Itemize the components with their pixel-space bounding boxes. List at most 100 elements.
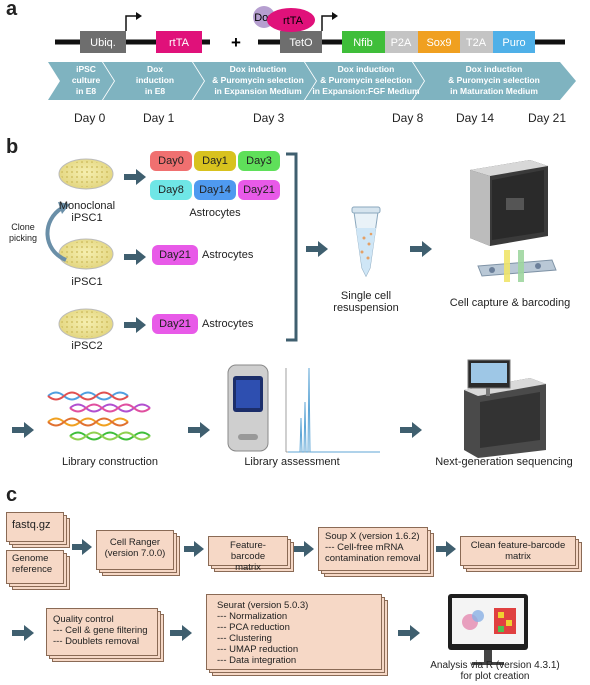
step-5-line-2: & Puromycin selection: [448, 75, 540, 85]
genome-reference-box: Genome reference: [6, 550, 64, 584]
feature-matrix-box: Feature-barcode matrix: [208, 536, 288, 573]
panel-letter-b: b: [6, 136, 19, 158]
electropherogram-trace: [285, 367, 380, 453]
ubiq-promoter: [80, 31, 126, 53]
p2a-label: P2A: [391, 37, 412, 49]
step-chevron-3: [193, 62, 316, 100]
day-label-8: Day 8: [392, 111, 424, 125]
step-1-line-3: in E8: [76, 86, 97, 96]
panel-letter-c: c: [6, 484, 18, 506]
sox9-label: Sox9: [426, 37, 451, 49]
tss-arrow-2: [321, 15, 336, 31]
day-box-day3: Day3: [238, 151, 280, 171]
capture-label: Cell capture & barcoding: [449, 297, 571, 309]
step-5-line-1: Dox induction: [466, 64, 523, 74]
seurat-line4: --- Clustering: [217, 633, 272, 644]
astrocytes-label-ipsc2: Astrocytes: [202, 318, 254, 330]
sequencer-icon: [464, 359, 546, 458]
day-label-14: Day 14: [456, 111, 495, 125]
single-cell-label: Single cell resuspension: [326, 290, 406, 314]
clean-matrix-line2: matrix: [505, 551, 531, 562]
panel-letter-a: a: [6, 0, 18, 20]
dish-ipsc1: [58, 238, 114, 270]
ubiq-label: Ubiq.: [90, 37, 116, 49]
genome-line1: Genome: [12, 553, 49, 564]
seurat-line1: Seurat (version 5.0.3): [217, 600, 309, 611]
step-4-line-1: Dox induction: [338, 64, 395, 74]
qc-line3: --- Doublets removal: [53, 636, 140, 647]
qc-box: Quality control --- Cell & gene filterin…: [46, 608, 158, 656]
protocol-timeline: iPSC culture in E8 Dox induction in E8 D…: [48, 62, 576, 100]
bioanalyzer-icon: [227, 364, 269, 452]
clone-picking-arrow: [45, 206, 67, 262]
arrow-to-clean-matrix: [436, 541, 456, 557]
step-chevron-4: [305, 62, 424, 100]
cellranger-box: Cell Ranger (version 7.0.0): [96, 530, 174, 570]
astrocytes-label-ipsc1: Astrocytes: [202, 249, 254, 261]
seurat-line2: --- Normalization: [217, 611, 288, 622]
step-1-line-1: iPSC: [76, 64, 96, 74]
monoclonal-label: Monoclonal iPSC1: [48, 200, 126, 224]
library-assessment-label: Library assessment: [244, 456, 340, 468]
sample-bracket: [286, 152, 298, 342]
analysis-line1: Analysis via R (version 4.3.1): [430, 660, 560, 671]
fastq-label: fastq.gz: [12, 519, 51, 531]
day-label-0: Day 0: [74, 111, 106, 125]
soupx-line1: Soup X (version 1.6.2): [325, 531, 420, 542]
t2a-element: [460, 31, 493, 53]
arrow-to-capture: [410, 241, 432, 257]
soupx-box: Soup X (version 1.6.2) --- Cell-free mRN…: [318, 527, 428, 571]
day-box-day1: Day1: [194, 151, 236, 171]
arrow-to-astro-ipsc1: [124, 249, 146, 265]
single-cell-line1: Single cell: [340, 290, 392, 302]
feature-matrix-line1: Feature-barcode: [230, 540, 266, 562]
soupx-line3: contamination removal: [325, 553, 421, 564]
day-box-day8: Day8: [150, 180, 192, 200]
rtta-protein: [267, 8, 315, 32]
library-construction-label: Library construction: [62, 456, 158, 468]
day-box-day14: Day14: [194, 180, 236, 200]
analysis-label: Analysis via R (version 4.3.1) for plot …: [412, 660, 578, 682]
ngs-label: Next-generation sequencing: [435, 456, 573, 468]
analysis-line2: for plot creation: [460, 671, 530, 682]
arrow-to-qc: [12, 625, 34, 641]
clone-picking-line1: Clone: [11, 222, 35, 232]
step-4-line-3: in Expansion:FGF Medium: [312, 86, 420, 96]
nfib-gene: [342, 31, 385, 53]
genome-line2: reference: [12, 564, 53, 575]
clone-picking-label: Clone picking: [4, 222, 42, 244]
arrow-to-assessment: [188, 422, 210, 438]
clean-matrix-box: Clean feature-barcode matrix: [460, 536, 576, 566]
step-3-line-3: in Expansion Medium: [214, 86, 302, 96]
clone-picking-line2: picking: [8, 233, 37, 243]
cellranger-line1: Cell Ranger: [109, 537, 161, 548]
step-4-line-2: & Puromycin selection: [320, 75, 412, 85]
dna-helix-icons: [47, 391, 151, 441]
construct-diagram: Ubiq. rtTA + TetO Dox rtTA Nfib P2A Sox9…: [55, 6, 565, 53]
microfluidic-chip-icon: [477, 250, 557, 282]
step-5-line-3: in Maturation Medium: [450, 86, 538, 96]
arrow-to-analysis: [398, 625, 420, 641]
step-2-line-3: in E8: [145, 86, 166, 96]
fastq-box: fastq.gz: [6, 512, 64, 542]
arrow-to-soupx: [294, 541, 314, 557]
step-chevron-1: [48, 62, 114, 100]
monoclonal-label-line1: Monoclonal: [58, 200, 116, 212]
rtta-gene: [156, 31, 202, 53]
arrow-to-seurat: [170, 625, 192, 641]
step-2-line-2: induction: [136, 75, 174, 85]
seurat-line5: --- UMAP reduction: [217, 644, 299, 655]
day21-box-ipsc2: Day21: [152, 314, 198, 334]
day-label-1: Day 1: [143, 111, 175, 125]
day-box-day21: Day21: [238, 180, 280, 200]
arrow-to-resuspension: [306, 241, 328, 257]
monitor-icon: [448, 594, 528, 665]
day-box-day0: Day0: [150, 151, 192, 171]
soupx-line2: --- Cell-free mRNA: [325, 542, 404, 553]
arrow-to-astro-mono: [124, 169, 146, 185]
seurat-line6: --- Data integration: [217, 655, 297, 666]
step-chevron-2: [103, 62, 204, 100]
day-label-21: Day 21: [528, 111, 567, 125]
puro-label: Puro: [502, 37, 525, 49]
arrow-to-cellranger: [72, 539, 92, 555]
